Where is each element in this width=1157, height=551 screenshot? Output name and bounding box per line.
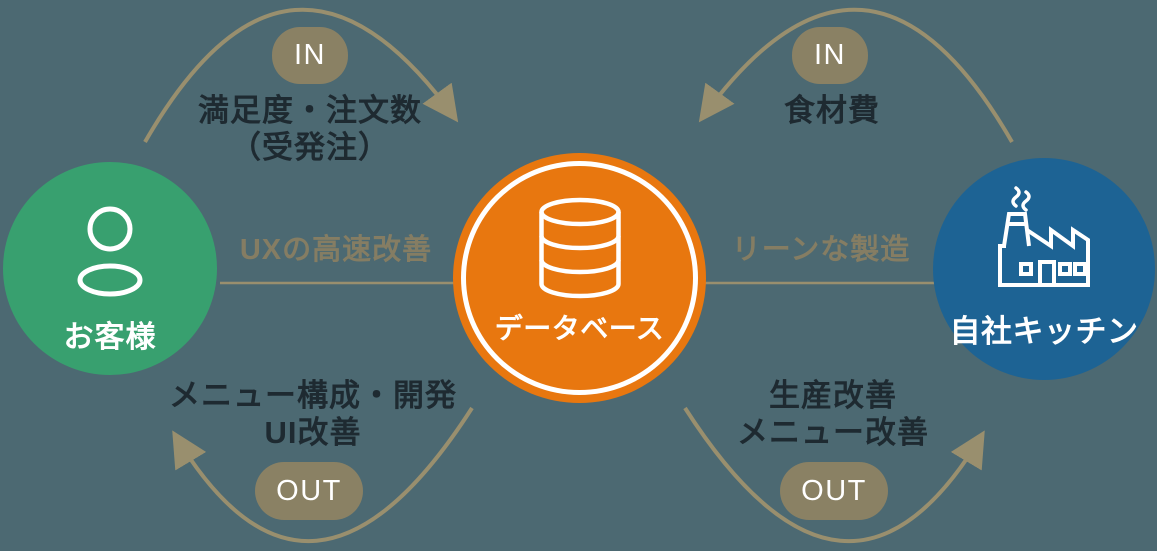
flow-arc-top-right	[698, 7, 1014, 143]
flow-text-line: （受発注）	[230, 130, 390, 165]
node-customer: お客様	[3, 162, 217, 375]
in-badge-left: IN	[272, 27, 348, 84]
flow-text-bottom-left: メニュー構成・開発 UI改善	[113, 377, 513, 451]
node-database: データベース	[453, 153, 706, 403]
factory-icon	[998, 186, 1090, 287]
database-label: データベース	[494, 313, 665, 344]
out-badge-right: OUT	[780, 462, 888, 520]
flow-text-line: UI改善	[264, 415, 362, 450]
kitchen-label: 自社キッチン	[949, 314, 1139, 349]
flow-text-line: 生産改善	[769, 378, 897, 413]
flow-arc-top-left	[143, 7, 459, 143]
flow-text-line: メニュー改善	[737, 415, 929, 450]
person-icon	[77, 206, 143, 297]
in-badge-right: IN	[792, 27, 868, 84]
flow-arc-bottom-right	[683, 406, 985, 543]
customer-label: お客様	[63, 321, 157, 354]
flow-arc-bottom-left	[172, 406, 474, 543]
flow-text-line: メニュー構成・開発	[169, 378, 457, 413]
flow-text-line: 食材費	[784, 93, 880, 128]
process-label-left: UXの高速改善	[239, 234, 433, 266]
flow-text-line: 満足度・注文数	[198, 93, 422, 128]
process-label-right: リーンな製造	[731, 234, 911, 266]
out-badge-left: OUT	[255, 462, 363, 520]
database-icon	[538, 197, 621, 299]
flow-text-top-left: 満足度・注文数 （受発注）	[110, 92, 510, 166]
flow-text-top-right: 食材費	[632, 92, 1032, 129]
flow-text-bottom-right: 生産改善 メニュー改善	[633, 377, 1033, 451]
node-kitchen: 自社キッチン	[933, 158, 1155, 380]
